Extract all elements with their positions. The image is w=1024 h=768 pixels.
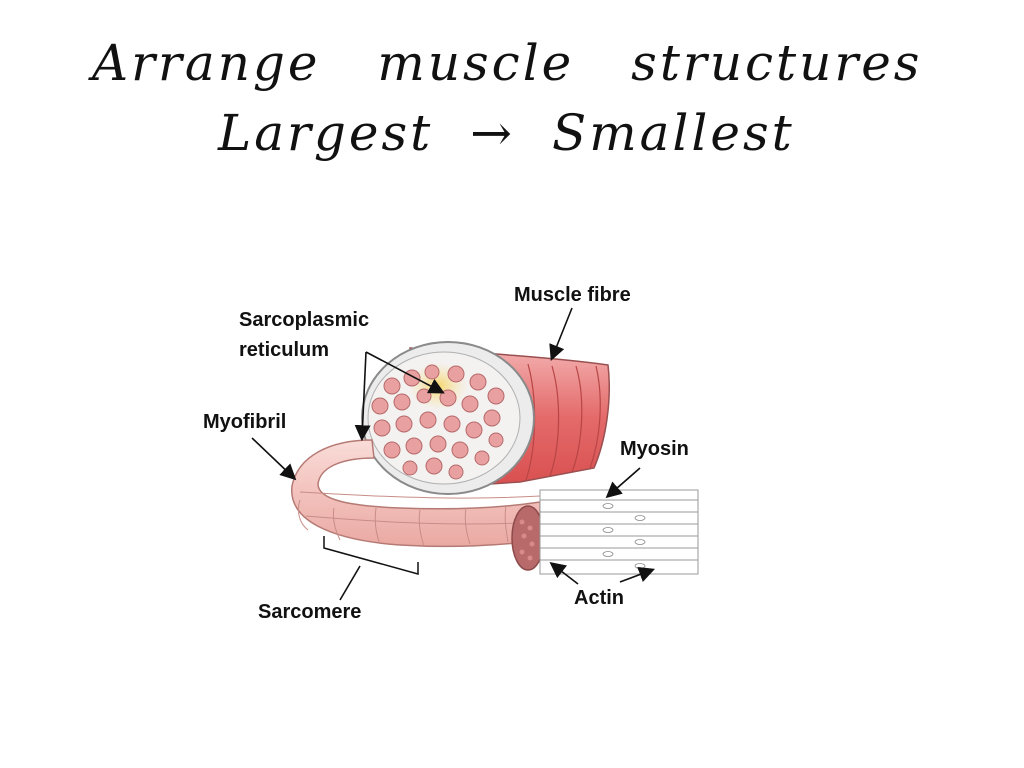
filaments-shape: [539, 489, 699, 575]
label-sarcoplasmic-reticulum: Sarcoplasmic reticulum: [239, 305, 369, 365]
sarcomere-bracket: [323, 536, 419, 575]
myofibril-shape: [291, 439, 545, 571]
label-sarcomere: Sarcomere: [258, 601, 362, 623]
label-reticulum-line2: reticulum: [239, 339, 330, 361]
label-arrows: [251, 307, 655, 601]
handwritten-title-line2: Largest → Smallest: [218, 104, 795, 162]
handwritten-title-line1: Arrange muscle structures: [92, 34, 923, 92]
label-actin: Actin: [574, 587, 624, 609]
fibre-cross-section: [361, 341, 535, 495]
label-myofibril: Myofibril: [203, 411, 287, 433]
label-sarcoplasmic-line1: Sarcoplasmic: [239, 309, 370, 331]
label-myosin: Myosin: [620, 438, 689, 460]
label-muscle-fibre: Muscle fibre: [514, 284, 631, 306]
